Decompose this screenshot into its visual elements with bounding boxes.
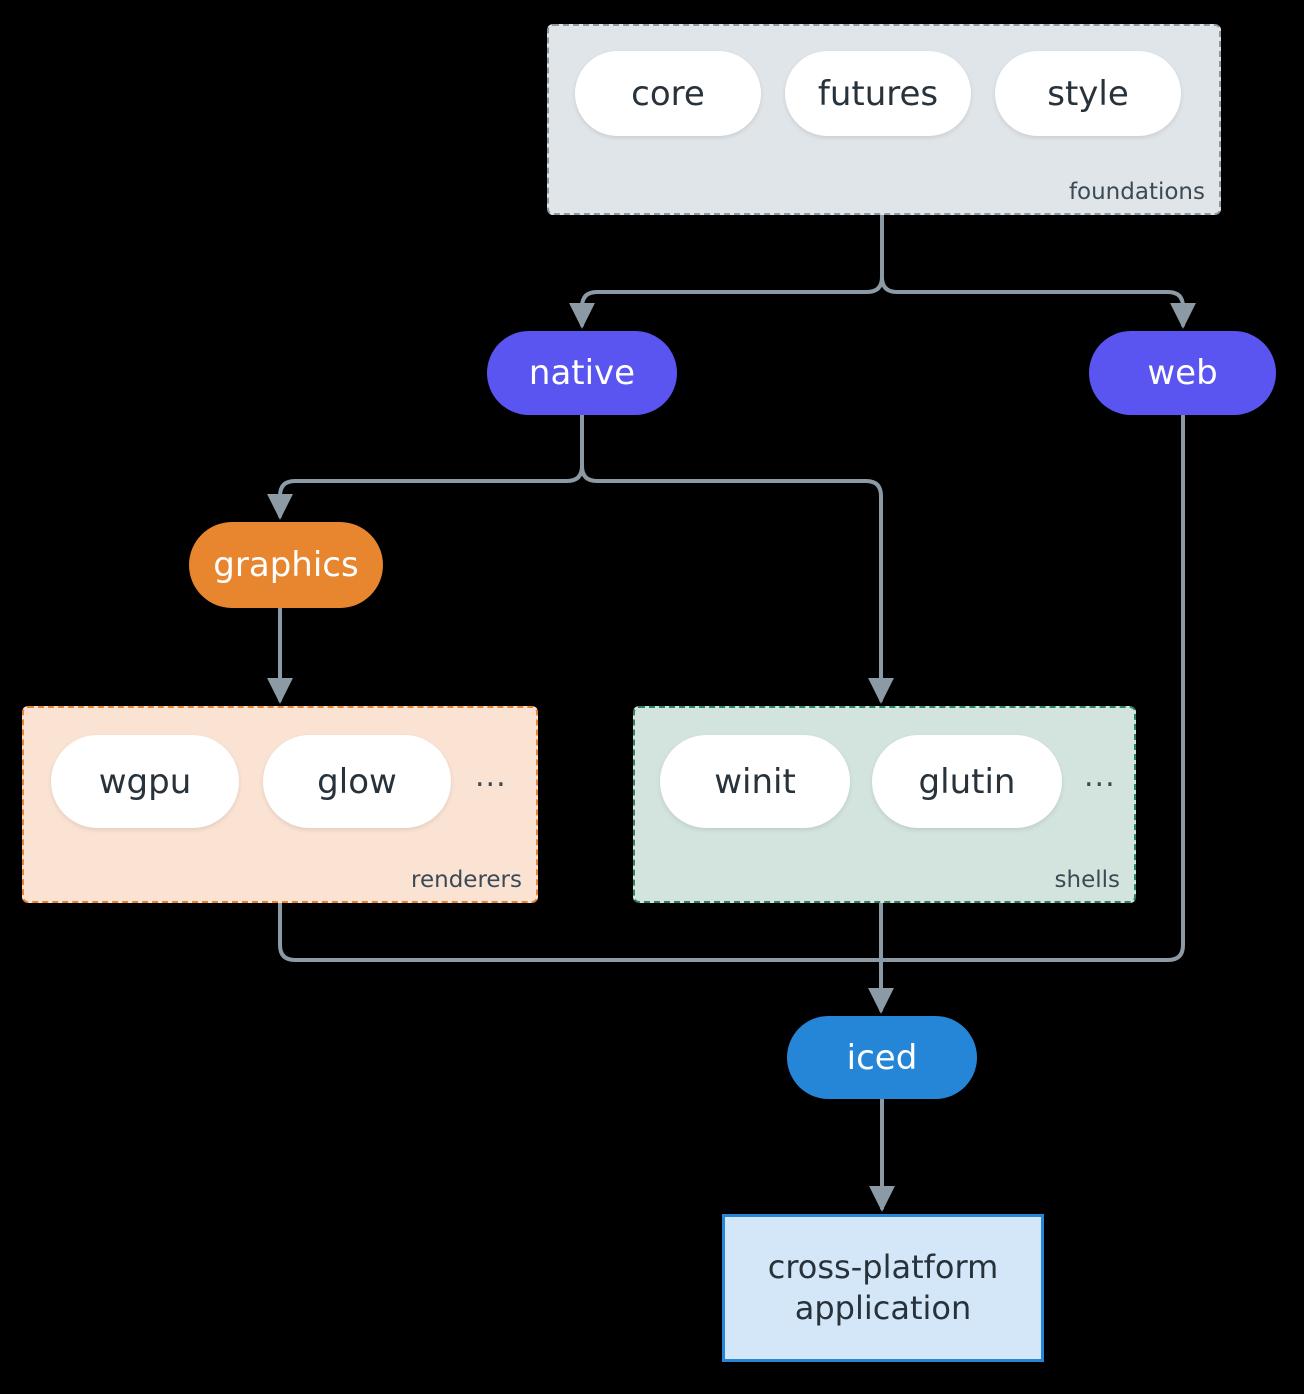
application-line-2: application	[794, 1289, 972, 1327]
node-native[interactable]: native	[487, 331, 677, 415]
application-line-1: cross-platform	[767, 1248, 999, 1287]
node-cross-platform-application[interactable]: cross-platform application	[722, 1214, 1044, 1362]
renderers-pill-row: wgpu glow ...	[51, 735, 507, 828]
edge-native-shells	[580, 414, 894, 704]
edge-foundations-native	[569, 214, 884, 329]
node-graphics[interactable]: graphics	[189, 522, 383, 608]
group-label-foundations: foundations	[1068, 179, 1205, 205]
edge-renderers-iced	[278, 901, 884, 962]
pill-core[interactable]: core	[575, 51, 761, 136]
shells-ellipsis: ...	[1084, 758, 1116, 794]
pill-glutin[interactable]: glutin	[872, 735, 1062, 828]
pill-winit[interactable]: winit	[660, 735, 850, 828]
renderers-ellipsis: ...	[475, 758, 507, 794]
group-label-renderers: renderers	[411, 867, 522, 893]
group-label-shells: shells	[1054, 867, 1120, 893]
foundations-pill-row: core futures style	[575, 51, 1181, 136]
edge-native-graphics	[267, 414, 584, 520]
shells-pill-row: winit glutin ...	[660, 735, 1116, 828]
pill-style[interactable]: style	[995, 51, 1181, 136]
pill-futures[interactable]: futures	[785, 51, 971, 136]
node-iced[interactable]: iced	[787, 1016, 977, 1099]
edge-foundations-web	[880, 214, 1196, 329]
group-foundations: core futures style foundations	[547, 24, 1221, 215]
group-renderers: wgpu glow ... renderers	[22, 706, 538, 903]
pill-glow[interactable]: glow	[263, 735, 451, 828]
pill-wgpu[interactable]: wgpu	[51, 735, 239, 828]
node-web[interactable]: web	[1089, 331, 1276, 415]
group-shells: winit glutin ... shells	[633, 706, 1136, 903]
